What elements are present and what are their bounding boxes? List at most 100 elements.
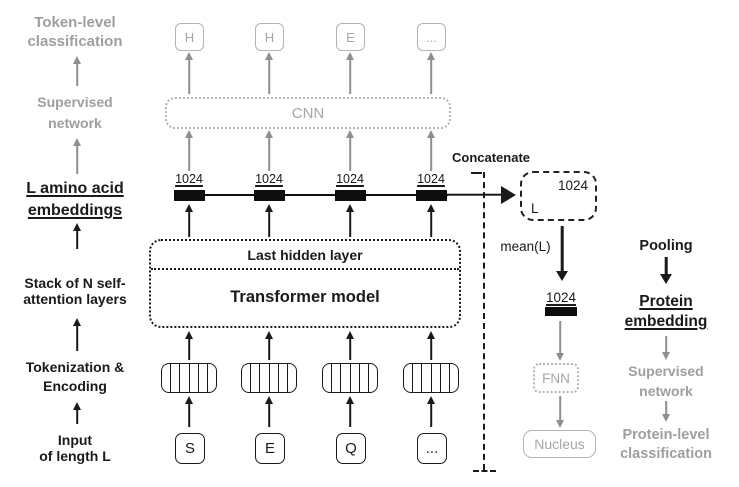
arrow-up-icon xyxy=(71,223,83,249)
output-token-label: H xyxy=(264,29,275,45)
embedding-bar xyxy=(254,190,285,201)
token-cell xyxy=(432,364,441,392)
arrow-up-icon xyxy=(183,204,195,237)
arrow-down-icon xyxy=(554,396,566,428)
cnn-box: CNN xyxy=(165,97,451,129)
concatenate-label: Concatenate xyxy=(451,150,531,165)
input-token-box: ... xyxy=(417,433,447,464)
input-token-box: Q xyxy=(336,433,366,464)
token-cell xyxy=(360,364,369,392)
dashed-separator-line xyxy=(483,172,485,470)
token-cell xyxy=(242,364,252,392)
input-token-label: S xyxy=(184,440,195,457)
tokenization-label: Tokenization & Encoding xyxy=(25,359,125,394)
token-encoding-box xyxy=(161,363,217,393)
supervised-network-label-left: Supervised network xyxy=(37,94,113,131)
pooled-dim-label: 1024 xyxy=(545,290,577,305)
output-token-box: H xyxy=(175,23,204,51)
arrow-down-icon xyxy=(660,336,672,360)
input-token-label: Q xyxy=(345,440,357,457)
arrow-up-icon xyxy=(425,331,437,360)
token-cell xyxy=(341,364,351,392)
token-encoding-box xyxy=(322,363,378,393)
nucleus-label: Nucleus xyxy=(534,436,585,452)
token-cell xyxy=(180,364,190,392)
token-cell xyxy=(279,364,288,392)
token-cell xyxy=(162,364,172,392)
arrow-up-icon xyxy=(183,396,195,427)
arrow-up-icon xyxy=(344,130,356,171)
token-cell xyxy=(288,364,296,392)
arrow-up-icon xyxy=(183,52,195,94)
embedding-connector-line xyxy=(178,194,448,197)
dashed-separator-top xyxy=(471,172,482,174)
arrow-up-icon xyxy=(183,331,195,360)
arrow-up-icon xyxy=(263,396,275,427)
arrow-down-icon xyxy=(555,226,569,281)
arrow-up-icon xyxy=(344,52,356,94)
fnn-box: FNN xyxy=(533,363,579,393)
arrow-up-icon xyxy=(263,52,275,94)
arrow-right-icon xyxy=(446,184,516,205)
output-token-label: E xyxy=(346,29,355,45)
mean-label: mean(L) xyxy=(500,239,551,254)
input-token-label: ... xyxy=(425,440,439,457)
protein-level-classification-label: Protein-level classification xyxy=(620,427,712,462)
token-encoding-box xyxy=(241,363,297,393)
token-cell xyxy=(351,364,360,392)
arrow-up-icon xyxy=(71,56,83,86)
arrow-up-icon xyxy=(344,396,356,427)
input-length-label: Input of length L xyxy=(39,432,111,464)
input-token-box: E xyxy=(255,433,285,464)
arrow-up-icon xyxy=(71,138,83,174)
embedding-dim-label: 1024 xyxy=(255,172,283,186)
nucleus-box: Nucleus xyxy=(523,430,596,458)
transformer-box: Last hidden layer Transformer model xyxy=(149,239,461,328)
token-cell xyxy=(332,364,342,392)
arrow-up-icon xyxy=(425,396,437,427)
concatenated-embedding-box: 1024 L xyxy=(520,171,597,221)
arrow-up-icon xyxy=(344,204,356,237)
token-cell xyxy=(413,364,423,392)
output-token-box: H xyxy=(255,23,284,51)
concat-length-label: L xyxy=(531,201,539,216)
token-cell xyxy=(251,364,261,392)
token-cell xyxy=(190,364,199,392)
token-cell xyxy=(171,364,181,392)
arrow-up-icon xyxy=(263,204,275,237)
token-cell xyxy=(323,364,333,392)
embedding-bar xyxy=(335,190,366,201)
transformer-model-label: Transformer model xyxy=(230,288,380,306)
output-token-label: ... xyxy=(426,29,437,45)
supervised-network-label-right: Supervised network xyxy=(628,363,704,399)
token-cell xyxy=(199,364,208,392)
arrow-down-icon xyxy=(554,321,566,361)
token-cell xyxy=(270,364,279,392)
protein-embedding-label: Protein embedding xyxy=(624,293,708,330)
token-cell xyxy=(369,364,377,392)
output-token-box: ... xyxy=(417,23,446,51)
arrow-up-icon xyxy=(344,331,356,360)
arrow-up-icon xyxy=(425,204,437,237)
token-cell xyxy=(260,364,270,392)
token-level-classification-label: Token-level classification xyxy=(27,14,123,50)
embedding-bar xyxy=(416,190,447,201)
pooling-label: Pooling xyxy=(639,238,693,254)
cnn-label: CNN xyxy=(291,104,325,122)
dashed-separator-bottom xyxy=(473,470,496,472)
token-cell xyxy=(404,364,414,392)
concat-dim-label: 1024 xyxy=(557,178,588,193)
token-encoding-box xyxy=(403,363,459,393)
fnn-label: FNN xyxy=(542,370,570,386)
arrow-up-icon xyxy=(425,52,437,94)
arrow-up-icon xyxy=(71,402,83,424)
token-cell xyxy=(441,364,450,392)
amino-acid-embeddings-label: L amino acid embeddings xyxy=(26,180,124,219)
arrow-up-icon xyxy=(263,130,275,171)
output-token-box: E xyxy=(336,23,365,51)
last-hidden-layer-label: Last hidden layer xyxy=(151,241,459,270)
pooled-embedding-bar xyxy=(545,307,577,316)
arrow-down-icon xyxy=(660,401,672,422)
arrow-up-icon xyxy=(71,318,83,351)
